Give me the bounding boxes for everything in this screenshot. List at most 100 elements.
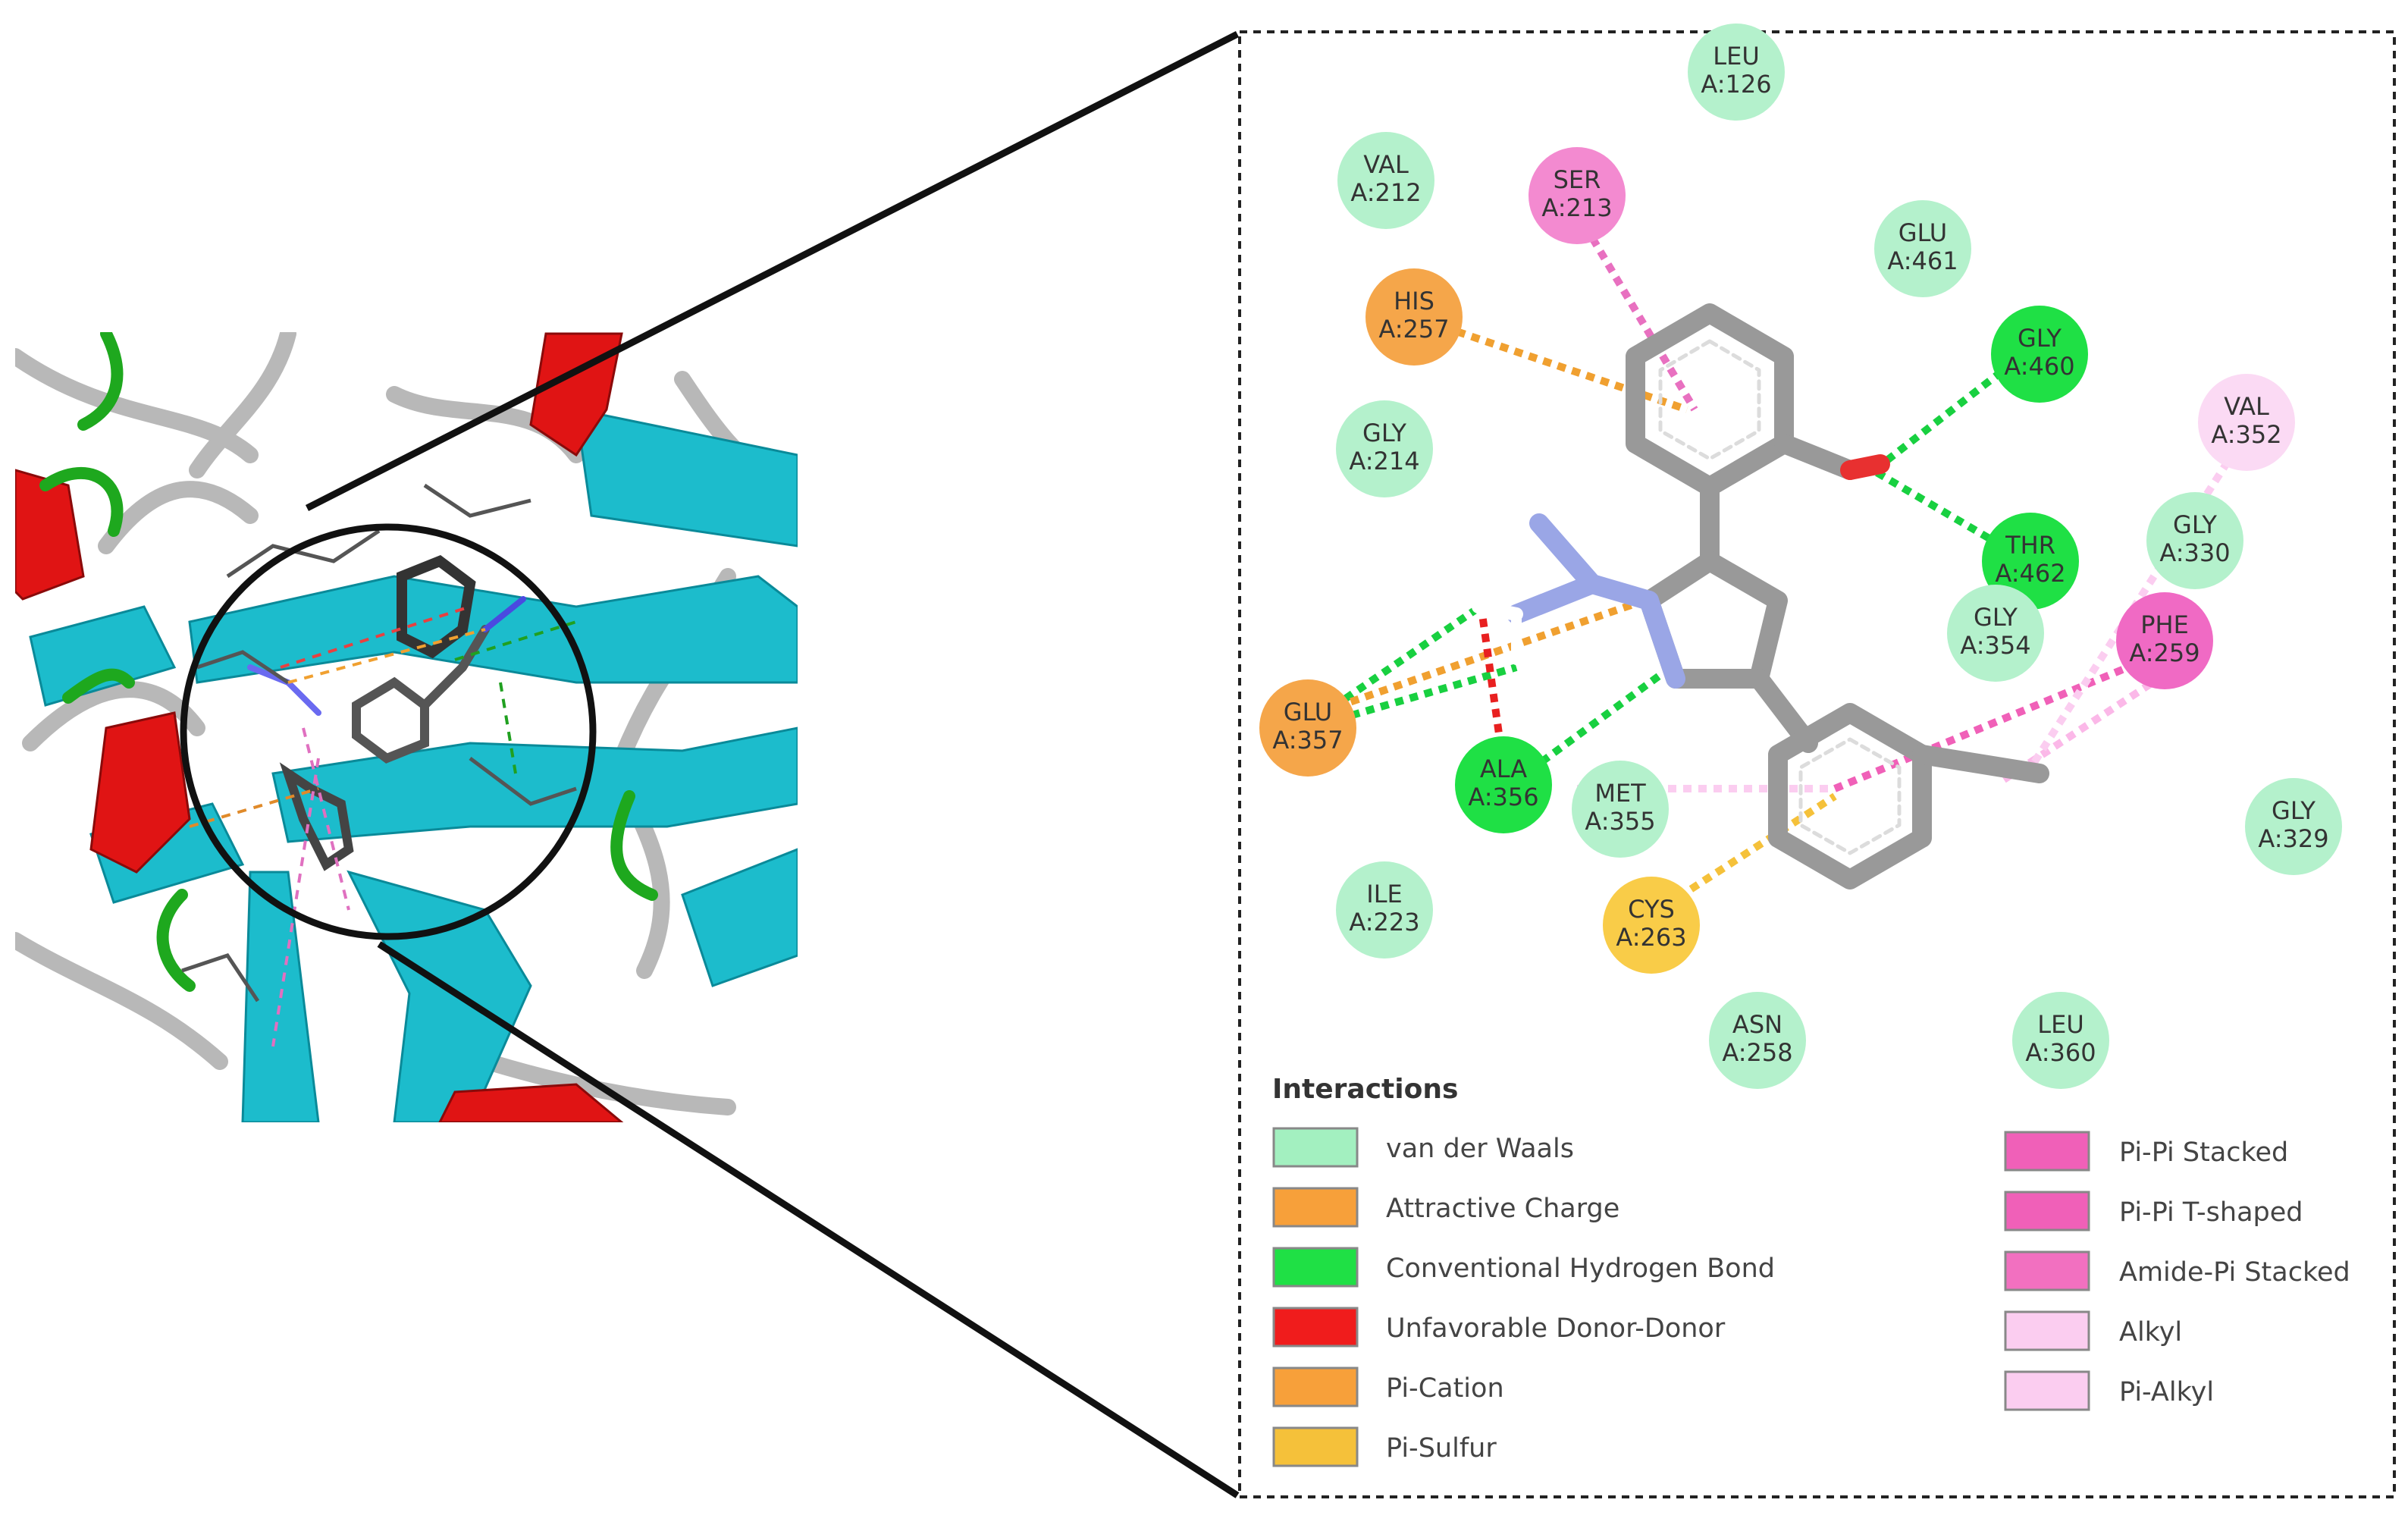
residue-asn-258: ASN A:258 <box>1709 992 1806 1089</box>
residue-id: A:355 <box>1585 807 1655 836</box>
legend-label: Alkyl <box>2119 1317 2182 1348</box>
residue-name: GLY <box>2173 510 2217 539</box>
legend-label: Attractive Charge <box>1386 1194 1619 1224</box>
legend: Interactions van der Waals Attractive Ch… <box>1272 1074 2350 1467</box>
legend-item-unfavorable-donor-donor: Unfavorable Donor-Donor <box>1272 1307 1726 1348</box>
legend-label: Amide-Pi Stacked <box>2119 1257 2350 1288</box>
residue-id: A:258 <box>1722 1038 1792 1067</box>
residue-name: GLU <box>1898 218 1947 247</box>
residue-id: A:330 <box>2159 538 2230 567</box>
residue-ile-223: ILE A:223 <box>1336 861 1433 959</box>
turn-segments <box>39 332 658 992</box>
residue-name: ALA <box>1480 755 1527 783</box>
residue-name: PHE <box>2140 610 2189 639</box>
legend-item-pi-pi-t-shaped: Pi-Pi T-shaped <box>2004 1191 2303 1231</box>
legend-item-attractive-charge: Attractive Charge <box>1272 1187 1619 1228</box>
residue-phe-259: PHE A:259 <box>2116 592 2213 689</box>
residue-name: VAL <box>2224 392 2269 421</box>
residue-name: GLY <box>1362 419 1406 447</box>
legend-item-van-der-waals: van der Waals <box>1272 1127 1574 1168</box>
residue-id: A:223 <box>1349 908 1419 937</box>
legend-label: Unfavorable Donor-Donor <box>1386 1313 1726 1344</box>
residue-thr-462: THR A:462 <box>1982 513 2079 610</box>
residue-id: A:214 <box>1349 447 1419 475</box>
legend-swatch <box>2004 1191 2090 1231</box>
legend-label: Pi-Pi T-shaped <box>2119 1197 2303 1228</box>
residue-glu-461: GLU A:461 <box>1874 200 1971 297</box>
residue-leu-360: LEU A:360 <box>2012 992 2109 1089</box>
legend-swatch <box>2004 1370 2090 1411</box>
ligand-2d-structure <box>1472 303 2049 890</box>
residue-id: A:126 <box>1701 70 1771 99</box>
residue-circles: LEU A:126 VAL A:212 SER A:213 GLU A:461 … <box>1259 24 2342 1089</box>
residue-name: LEU <box>1713 42 1759 71</box>
legend-swatch <box>1272 1307 1359 1348</box>
residue-gly-214: GLY A:214 <box>1336 400 1433 497</box>
alpha-helices <box>15 332 624 1122</box>
residue-met-355: MET A:355 <box>1572 761 1669 858</box>
legend-item-conventional-hydrogen-bond: Conventional Hydrogen Bond <box>1272 1247 1775 1288</box>
legend-swatch <box>1272 1247 1359 1288</box>
residue-name: GLY <box>1974 603 2018 632</box>
residue-name: THR <box>2005 531 2055 560</box>
residue-gly-330: GLY A:330 <box>2146 492 2243 589</box>
legend-swatch <box>1272 1187 1359 1228</box>
legend-item-pi-sulfur: Pi-Sulfur <box>1272 1426 1497 1467</box>
residue-id: A:360 <box>2025 1038 2096 1067</box>
residue-id: A:354 <box>1960 631 2030 660</box>
legend-label: Pi-Alkyl <box>2119 1377 2214 1407</box>
legend-title: Interactions <box>1272 1074 1458 1105</box>
legend-item-pi-pi-stacked: Pi-Pi Stacked <box>2004 1131 2288 1172</box>
residue-name: GLY <box>2018 324 2062 353</box>
legend-item-pi-cation: Pi-Cation <box>1272 1366 1504 1407</box>
legend-label: Pi-Pi Stacked <box>2119 1137 2288 1168</box>
residue-id: A:329 <box>2258 824 2328 853</box>
legend-item-amide-pi-stacked: Amide-Pi Stacked <box>2004 1250 2350 1291</box>
residue-name: MET <box>1594 779 1646 808</box>
residue-id: A:257 <box>1378 315 1449 344</box>
residue-gly-354: GLY A:354 <box>1947 585 2044 682</box>
residue-name: GLU <box>1284 698 1332 726</box>
zoom-line-bottom <box>377 941 1240 1498</box>
focus-circle <box>180 523 597 940</box>
legend-item-alkyl: Alkyl <box>2004 1310 2182 1351</box>
residue-id: A:357 <box>1272 726 1343 755</box>
legend-swatch <box>1272 1366 1359 1407</box>
residue-ala-356: ALA A:356 <box>1455 736 1552 833</box>
legend-swatch <box>2004 1131 2090 1172</box>
residue-glu-357: GLU A:357 <box>1259 679 1356 777</box>
residue-name: SER <box>1554 165 1601 194</box>
residue-id: A:356 <box>1468 783 1538 811</box>
sidechain-lines <box>181 483 577 1002</box>
residue-id: A:461 <box>1887 246 1958 275</box>
residue-leu-126: LEU A:126 <box>1688 24 1785 121</box>
residue-name: ILE <box>1366 880 1402 908</box>
residue-gly-329: GLY A:329 <box>2245 778 2342 875</box>
residue-his-257: HIS A:257 <box>1365 268 1463 366</box>
interaction-dashes <box>189 605 577 1047</box>
residue-val-352: VAL A:352 <box>2198 374 2295 471</box>
legend-swatch <box>2004 1310 2090 1351</box>
legend-label: Conventional Hydrogen Bond <box>1386 1253 1775 1284</box>
residue-name: ASN <box>1732 1010 1782 1039</box>
residue-id: A:352 <box>2211 420 2281 449</box>
residue-id: A:212 <box>1350 178 1421 207</box>
residue-ser-213: SER A:213 <box>1529 147 1626 244</box>
legend-label: Pi-Sulfur <box>1386 1433 1497 1464</box>
residue-id: A:263 <box>1616 923 1686 952</box>
residue-name: HIS <box>1394 287 1434 315</box>
residue-name: GLY <box>2272 796 2316 825</box>
residue-name: LEU <box>2037 1010 2083 1039</box>
residue-cys-263: CYS A:263 <box>1603 877 1700 974</box>
residue-val-212: VAL A:212 <box>1337 132 1434 229</box>
legend-label: Pi-Cation <box>1386 1373 1504 1404</box>
protein-structure-view <box>15 332 798 1122</box>
legend-swatch <box>1272 1127 1359 1168</box>
residue-name: VAL <box>1363 150 1409 179</box>
legend-item-pi-alkyl: Pi-Alkyl <box>2004 1370 2214 1411</box>
zoom-line-top <box>305 30 1240 512</box>
residue-name: CYS <box>1628 895 1675 924</box>
residue-id: A:259 <box>2129 638 2199 667</box>
residue-id: A:213 <box>1541 193 1612 222</box>
